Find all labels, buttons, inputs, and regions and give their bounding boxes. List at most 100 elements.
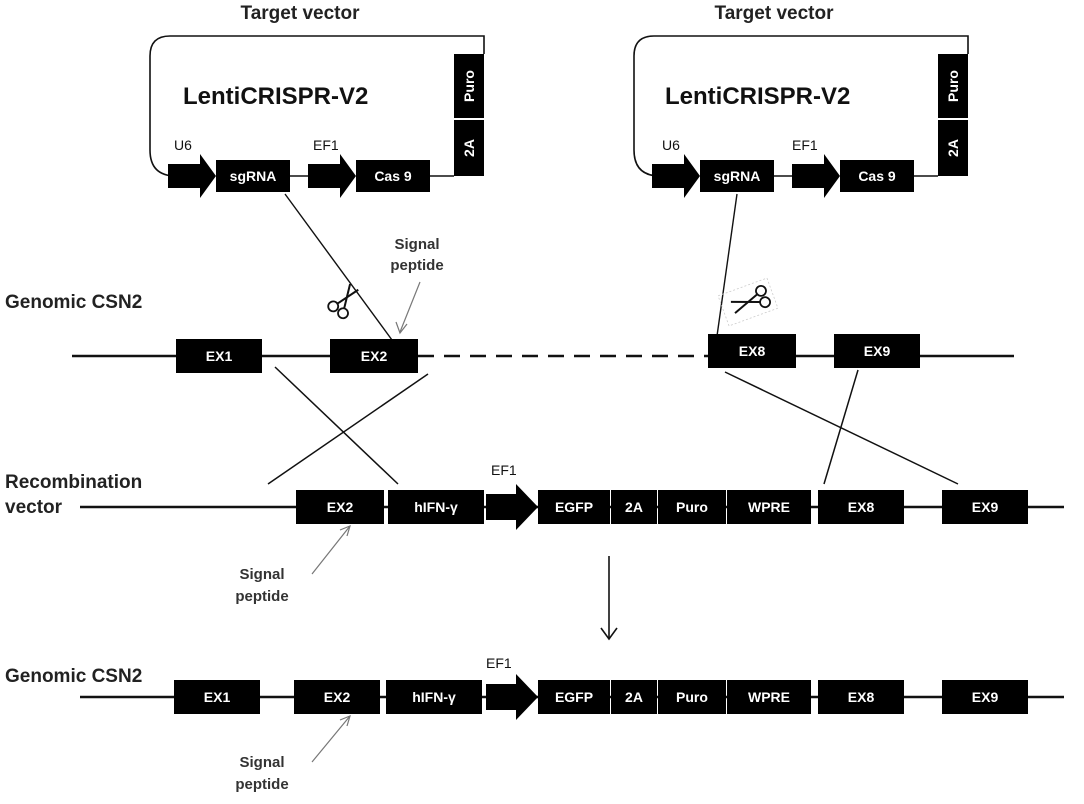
genomic-csn2-row: Genomic CSN2 EX1 EX2 EX8 EX9 Signal pept… [5, 236, 1014, 373]
homology-arm-line [823, 369, 859, 485]
exon-label: EX1 [206, 348, 233, 364]
twoA-label: 2A [625, 689, 643, 705]
signal-pointer [399, 281, 421, 333]
signal-pointer-head [339, 714, 351, 727]
exon-label: EX9 [864, 343, 891, 359]
ef1-label: EF1 [792, 137, 818, 153]
signal-pointer [311, 525, 351, 575]
sgrna-label: sgRNA [714, 168, 761, 184]
exon-box [330, 339, 418, 373]
cas9-label: Cas 9 [374, 168, 412, 184]
exon-box [834, 334, 920, 368]
puro-box [658, 490, 726, 524]
cas9-label: Cas 9 [858, 168, 896, 184]
exon-box [942, 680, 1028, 714]
scissors-icon [327, 283, 359, 320]
exon-label: EX9 [972, 499, 999, 515]
signal-pointer-head [339, 524, 351, 537]
row-label: vector [5, 497, 63, 518]
vector-title: Target vector [715, 3, 835, 24]
row-label: Genomic CSN2 [5, 292, 142, 313]
twoA-box [938, 120, 968, 176]
sgrna-box [700, 160, 774, 192]
wpre-box [727, 680, 811, 714]
puro-box [658, 680, 726, 714]
target-vector-right: Target vector LentiCRISPR-V2 Puro 2A U6 … [633, 3, 969, 198]
result-genomic-row: Genomic CSN2 EF1 EX1 EX2 hIFN-γ EGFP 2A … [5, 655, 1064, 793]
ef1-promoter-arrow [486, 484, 538, 530]
exon-label: EX8 [848, 689, 875, 705]
exon-box [708, 334, 796, 368]
signal-peptide-note: peptide [390, 257, 443, 274]
egfp-label: EGFP [555, 499, 593, 515]
egfp-box [538, 680, 610, 714]
u6-label: U6 [662, 137, 680, 153]
twoA-label: 2A [945, 139, 961, 157]
puro-label: Puro [676, 499, 708, 515]
exon-box [296, 490, 384, 524]
u6-promoter-arrow [168, 154, 216, 198]
exon-label: EX8 [848, 499, 875, 515]
signal-peptide-note: peptide [235, 776, 288, 793]
down-arrow [600, 556, 618, 641]
hifn-label: hIFN-γ [414, 499, 458, 515]
exon-label: EX2 [361, 348, 388, 364]
ef1-label: EF1 [486, 655, 512, 671]
twoA-label: 2A [625, 499, 643, 515]
recombination-vector-row: Recombination vector EF1 EX2 hIFN-γ EGFP… [5, 462, 1064, 605]
homology-arm-line [274, 366, 399, 485]
ef1-promoter-arrow [308, 154, 356, 198]
puro-label: Puro [461, 70, 477, 102]
homology-arm-line [267, 373, 429, 485]
signal-pointer [311, 715, 351, 763]
ef1-label: EF1 [491, 462, 517, 478]
egfp-box [538, 490, 610, 524]
row-label: Recombination [5, 472, 142, 493]
cas9-box [356, 160, 430, 192]
exon-box [942, 490, 1028, 524]
scissors-icon [717, 277, 779, 327]
plasmid-name: LentiCRISPR-V2 [183, 83, 368, 110]
ef1-promoter-arrow [792, 154, 840, 198]
ef1-promoter-arrow [486, 674, 538, 720]
signal-peptide-note: peptide [235, 588, 288, 605]
exon-label: EX1 [204, 689, 231, 705]
exon-box [818, 680, 904, 714]
egfp-label: EGFP [555, 689, 593, 705]
signal-peptide-note: Signal [239, 754, 284, 771]
puro-box [938, 54, 968, 118]
exon-box [294, 680, 380, 714]
u6-label: U6 [174, 137, 192, 153]
twoA-label: 2A [461, 139, 477, 157]
exon-box [176, 339, 262, 373]
hifn-box [388, 490, 484, 524]
sgrna-target-line [716, 193, 738, 337]
exon-label: EX2 [327, 499, 354, 515]
exon-label: EX9 [972, 689, 999, 705]
exon-label: EX8 [739, 343, 766, 359]
hifn-box [386, 680, 482, 714]
row-label: Genomic CSN2 [5, 666, 142, 687]
sgrna-target-line [284, 193, 393, 341]
puro-label: Puro [945, 70, 961, 102]
twoA-box [611, 680, 657, 714]
signal-pointer-head [395, 321, 408, 335]
u6-promoter-arrow [652, 154, 700, 198]
exon-box [174, 680, 260, 714]
ef1-label: EF1 [313, 137, 339, 153]
target-vector-left: Target vector LentiCRISPR-V2 Puro 2A U6 … [149, 3, 485, 198]
plasmid-name: LentiCRISPR-V2 [665, 83, 850, 110]
wpre-box [727, 490, 811, 524]
twoA-box [454, 120, 484, 176]
puro-box [454, 54, 484, 118]
sgrna-box [216, 160, 290, 192]
wpre-label: WPRE [748, 689, 790, 705]
exon-box [818, 490, 904, 524]
twoA-box [611, 490, 657, 524]
sgrna-label: sgRNA [230, 168, 277, 184]
vector-title: Target vector [241, 3, 361, 24]
cas9-box [840, 160, 914, 192]
signal-peptide-note: Signal [239, 566, 284, 583]
